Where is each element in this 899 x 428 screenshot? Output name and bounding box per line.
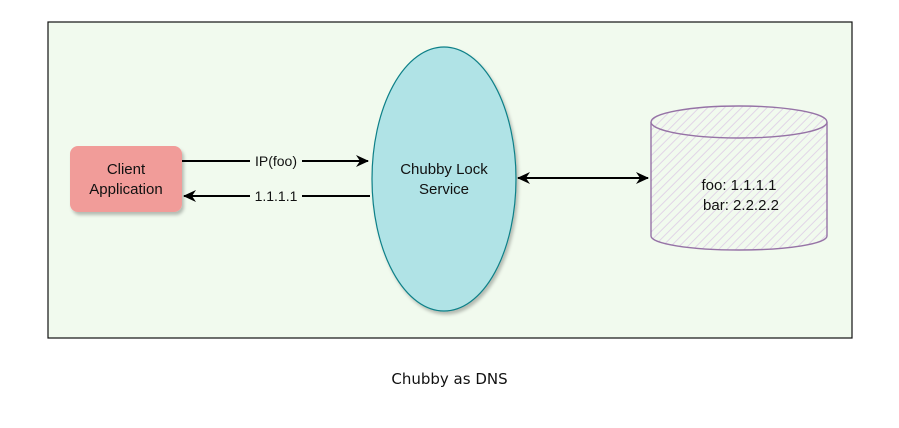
request-edge-label: IP(foo) [255, 153, 297, 169]
data-store-record-foo: foo: 1.1.1.1 [701, 177, 776, 194]
response-edge[interactable]: 1.1.1.1 [183, 188, 370, 204]
data-store-top [650, 105, 828, 139]
client-application-box [70, 146, 182, 212]
client-application-node[interactable]: Client Application [70, 146, 182, 212]
chubby-lock-service-ellipse [371, 46, 517, 312]
data-store-body [650, 122, 828, 251]
request-edge[interactable]: IP(foo) [182, 153, 369, 169]
data-store-node[interactable]: foo: 1.1.1.1 bar: 2.2.2.2 [650, 105, 828, 251]
client-application-label-line1: Client [107, 161, 146, 178]
chubby-lock-service-label-line2: Service [419, 181, 469, 198]
response-edge-label: 1.1.1.1 [255, 188, 298, 204]
chubby-lock-service-node[interactable]: Chubby Lock Service [371, 46, 517, 312]
figure-caption: Chubby as DNS [391, 370, 508, 388]
client-application-label-line2: Application [89, 181, 162, 198]
data-store-record-bar: bar: 2.2.2.2 [703, 197, 779, 214]
chubby-lock-service-label-line1: Chubby Lock [400, 161, 488, 178]
